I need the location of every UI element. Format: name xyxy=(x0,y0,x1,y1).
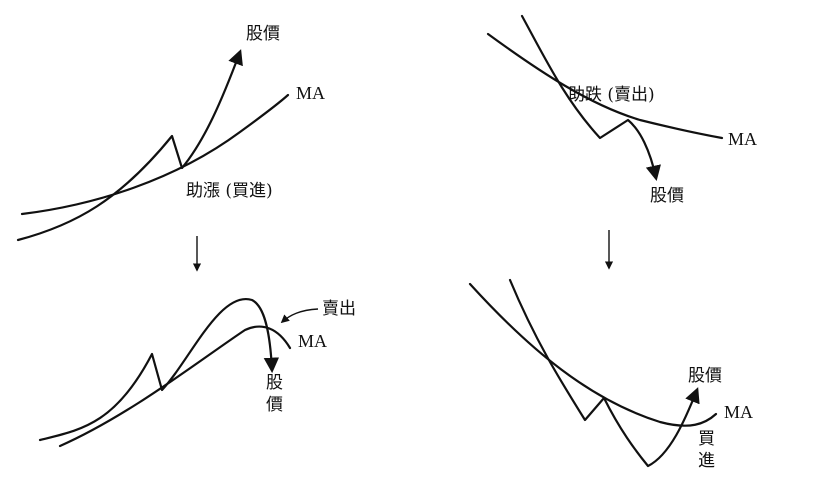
price-line xyxy=(508,278,700,468)
price-label: 股價 xyxy=(246,24,280,44)
ma-line xyxy=(468,282,718,427)
buy-label-v1: 買 xyxy=(698,429,715,449)
panel-trough-buy: 股價 MA 買 進 xyxy=(468,278,753,471)
ma-label: MA xyxy=(298,331,327,351)
ma-label: MA xyxy=(296,83,325,103)
ma-line xyxy=(58,325,292,448)
sell-pointer xyxy=(280,308,319,324)
sell-label: 賣出 xyxy=(322,299,356,319)
buy-label-v2: 進 xyxy=(698,451,715,471)
ma-label: MA xyxy=(724,402,753,422)
support-buy-label: 助漲 (買進) xyxy=(186,181,273,201)
price-line xyxy=(16,49,243,242)
price-label-v2: 價 xyxy=(266,395,283,415)
panel-resist-sell: 助跌 (賣出) MA 股價 xyxy=(486,14,757,206)
price-label-v1: 股 xyxy=(266,373,283,393)
ma-line xyxy=(486,32,724,140)
price-line xyxy=(38,297,280,442)
panel-support-buy: 股價 MA 助漲 (買進) xyxy=(16,24,325,242)
price-label: 股價 xyxy=(650,186,684,206)
price-label: 股價 xyxy=(688,366,722,386)
price-line xyxy=(520,14,661,182)
panel-peak-sell: 賣出 MA 股 價 xyxy=(38,297,356,448)
ma-line xyxy=(20,93,290,216)
resist-sell-label: 助跌 (賣出) xyxy=(568,85,655,105)
ma-label: MA xyxy=(728,129,757,149)
